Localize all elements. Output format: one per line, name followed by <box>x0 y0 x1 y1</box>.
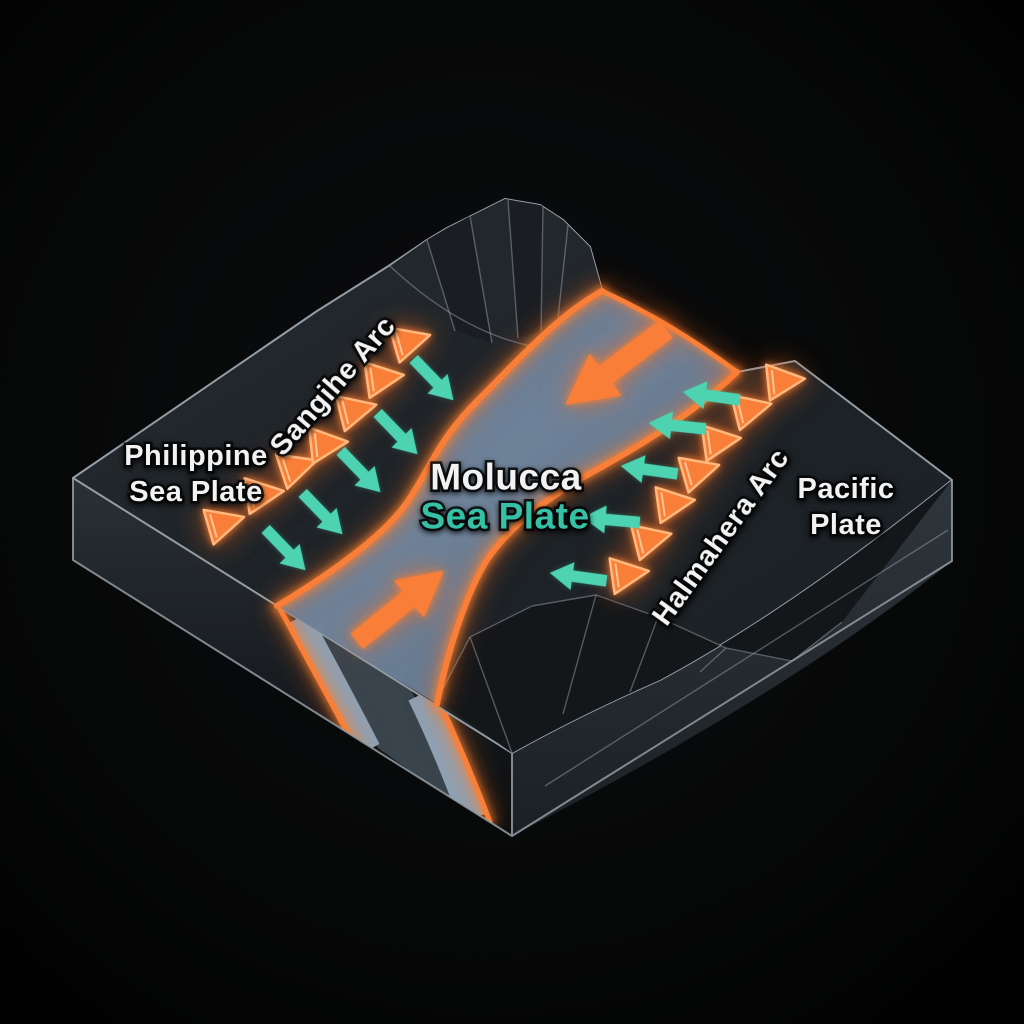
pacific-plate-label-line2: Plate <box>810 509 882 541</box>
block-outline-edges <box>72 478 953 837</box>
west-dipping-slab <box>286 611 380 756</box>
ridge-facet-lines <box>426 199 569 344</box>
east-dipping-slab <box>408 687 489 824</box>
basin-rim-line <box>436 594 843 701</box>
crust-block <box>72 198 953 837</box>
molucca-label-line1: Molucca <box>430 457 582 498</box>
trench-west <box>274 288 605 609</box>
pacific-plate-label-line1: Pacific <box>798 473 895 505</box>
ridge-base-line <box>389 265 536 348</box>
ridge-stripe <box>508 200 543 338</box>
band-top-edge <box>599 288 740 375</box>
philippine-sea-plate-label-line2: Sea Plate <box>129 476 262 508</box>
molucca-label-line2: Sea Plate <box>420 496 589 537</box>
basin-facet-lines <box>469 594 727 754</box>
ridge-stripe <box>427 216 492 343</box>
philippine-sea-plate-label-line1: Philippine <box>124 440 268 472</box>
mantle-wedge <box>312 628 468 812</box>
basin-surface <box>437 480 952 753</box>
slab-edge-right <box>435 697 493 825</box>
ridge-facets <box>389 199 602 348</box>
front-face-terrace-line <box>544 529 949 787</box>
basin-facets <box>436 480 952 754</box>
